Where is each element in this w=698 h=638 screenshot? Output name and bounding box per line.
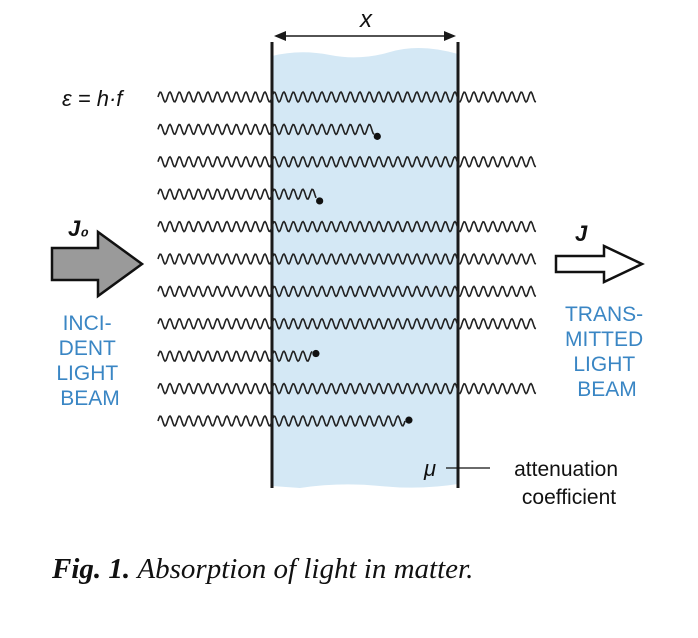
absorption-diagram: x ε = h·f J₀ INCI- DENT LIGHT BEAM J TRA… bbox=[50, 6, 649, 509]
incident-beam-label: INCI- DENT LIGHT BEAM bbox=[56, 312, 123, 410]
transmitted-photon-wave bbox=[157, 317, 537, 330]
absorbed-photon-wave bbox=[157, 188, 317, 201]
incident-beam-line: DENT bbox=[59, 337, 116, 360]
absorbed-photon-wave bbox=[157, 123, 375, 136]
transmitted-photon-wave bbox=[157, 252, 537, 266]
transmitted-photon-wave bbox=[157, 90, 537, 104]
transmitted-intensity-label: J bbox=[575, 221, 588, 246]
transmitted-photon-wave bbox=[157, 155, 537, 168]
transmitted-photon-wave bbox=[157, 285, 537, 298]
transmitted-beam-arrow bbox=[554, 244, 645, 284]
thickness-dimension bbox=[274, 31, 456, 41]
caption-number: Fig. 1. bbox=[52, 553, 131, 585]
attenuation-label: attenuation coefficient bbox=[514, 458, 624, 509]
material-slab bbox=[272, 47, 458, 488]
transmitted-beam-label: TRANS- MITTED LIGHT BEAM bbox=[565, 303, 649, 401]
incident-beam-line: INCI- bbox=[63, 312, 112, 335]
transmitted-photon-wave bbox=[157, 382, 537, 395]
attenuation-line: coefficient bbox=[522, 486, 616, 509]
attenuation-line: attenuation bbox=[514, 458, 618, 481]
mu-symbol: μ bbox=[423, 456, 436, 481]
figure-caption: Fig. 1. Absorption of light in matter. bbox=[52, 553, 473, 586]
transmitted-beam-line: BEAM bbox=[577, 378, 637, 401]
absorption-point bbox=[405, 416, 413, 424]
transmitted-beam-line: TRANS- bbox=[565, 303, 643, 326]
photon-energy-label: ε = h·f bbox=[62, 86, 125, 111]
caption-text: Absorption of light in matter. bbox=[137, 553, 474, 585]
photon-waves bbox=[157, 90, 537, 428]
incident-beam-line: BEAM bbox=[60, 387, 120, 410]
incident-beam-line: LIGHT bbox=[56, 362, 118, 385]
transmitted-beam-line: MITTED bbox=[565, 328, 643, 351]
absorption-point bbox=[316, 197, 324, 205]
absorption-point bbox=[312, 349, 320, 358]
thickness-label: x bbox=[359, 6, 373, 33]
transmitted-beam-line: LIGHT bbox=[573, 353, 635, 376]
incident-intensity-label: J₀ bbox=[68, 216, 89, 241]
transmitted-photon-wave bbox=[157, 220, 537, 233]
absorbed-photon-wave bbox=[157, 414, 406, 428]
absorption-point bbox=[373, 132, 381, 140]
incident-beam-arrow bbox=[50, 229, 145, 299]
absorbed-photon-wave bbox=[157, 350, 313, 363]
